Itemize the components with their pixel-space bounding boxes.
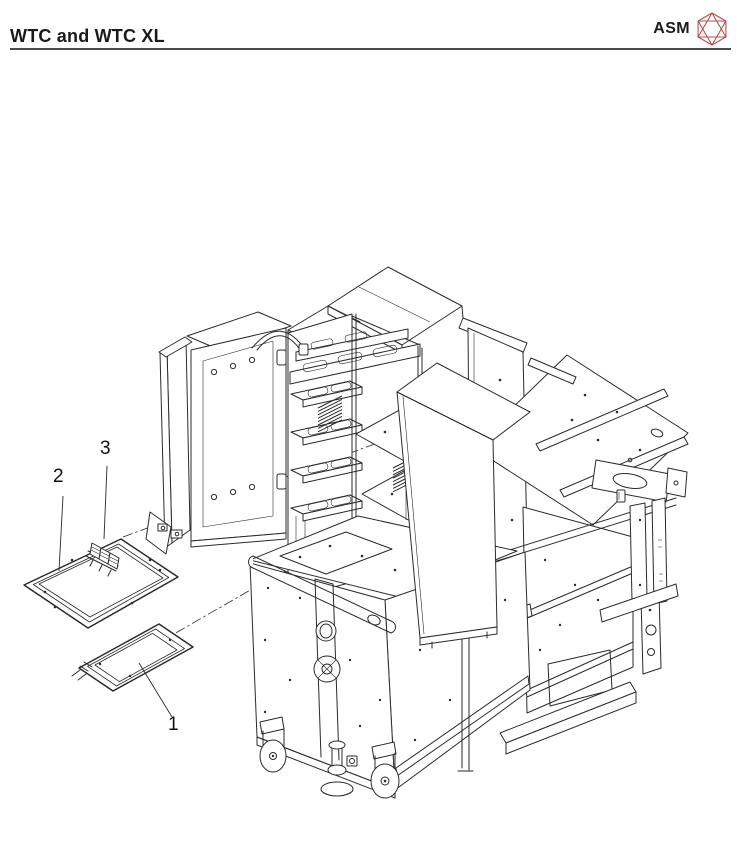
brand: ASM [653,11,729,47]
table-underframe [467,459,688,755]
casters [259,634,474,799]
callout-1: 1 [168,714,179,735]
rack-shelves [290,380,363,522]
front-open-door [396,362,531,649]
callout-leaders [58,465,173,718]
left-hinged-door [157,311,292,548]
page-title: WTC and WTC XL [10,26,165,46]
tray-2 [23,538,179,629]
callout-2: 2 [53,466,64,487]
tray-1 [71,623,194,692]
header-rule [10,48,731,50]
callout-3: 3 [100,438,111,459]
door-swing-arc [251,330,309,356]
asm-cube-logo [697,12,727,46]
brand-name: ASM [653,20,690,37]
connector-part-3 [85,542,120,577]
leveling-foot [320,740,354,797]
left-side-panel [145,336,193,555]
